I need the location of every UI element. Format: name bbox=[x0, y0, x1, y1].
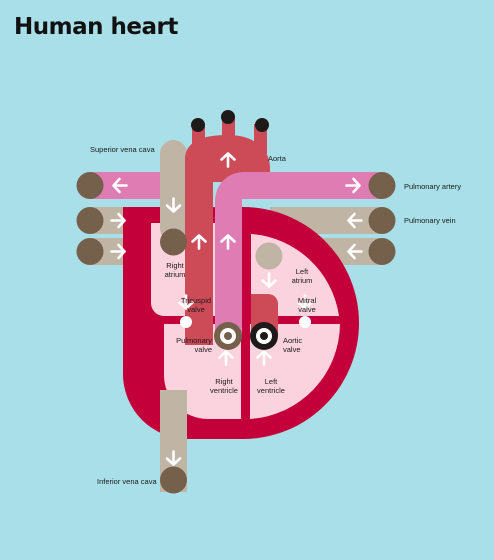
label-pulmonary-artery: Pulmonary artery bbox=[404, 182, 461, 191]
superior-vena-cava-end bbox=[160, 228, 187, 256]
pulmonary-vein-right-lower-end bbox=[368, 238, 396, 265]
pulmonary-artery bbox=[215, 172, 382, 336]
aorta bbox=[185, 135, 270, 345]
label-inferior-vena-cava: Inferior vena cava bbox=[97, 477, 157, 486]
inferior-vena-cava-end bbox=[160, 466, 187, 494]
pulmonary-vein-left-lower-end bbox=[76, 238, 104, 265]
aorta-branch-right-end bbox=[255, 118, 269, 132]
pulmonary-vein-left-upper-end bbox=[76, 207, 104, 234]
aortic-valve-core bbox=[260, 332, 268, 340]
valve-dot-icon bbox=[180, 316, 192, 328]
label-superior-vena-cava: Superior vena cava bbox=[90, 145, 155, 154]
label-aorta: Aorta bbox=[268, 154, 287, 163]
left-atrium-inflow-end bbox=[255, 242, 283, 270]
label-pulmonary-vein: Pulmonary vein bbox=[404, 216, 456, 225]
aorta-branch-left bbox=[192, 124, 205, 154]
superior-vena-cava bbox=[160, 140, 187, 242]
aorta-branch-left-end bbox=[191, 118, 205, 132]
valve-dot-icon bbox=[299, 316, 311, 328]
aorta-branch-middle-end bbox=[221, 110, 235, 124]
pulmonary-vein-right-upper-end bbox=[368, 207, 396, 234]
page-title: Human heart bbox=[14, 14, 178, 40]
pulmonary-artery-left-end bbox=[76, 172, 104, 199]
pulmonary-artery-right-end bbox=[368, 172, 396, 199]
left-ventricle-chamber bbox=[250, 324, 340, 419]
pulmonary-valve-core bbox=[224, 332, 232, 340]
aorta-branch-middle bbox=[222, 116, 235, 146]
